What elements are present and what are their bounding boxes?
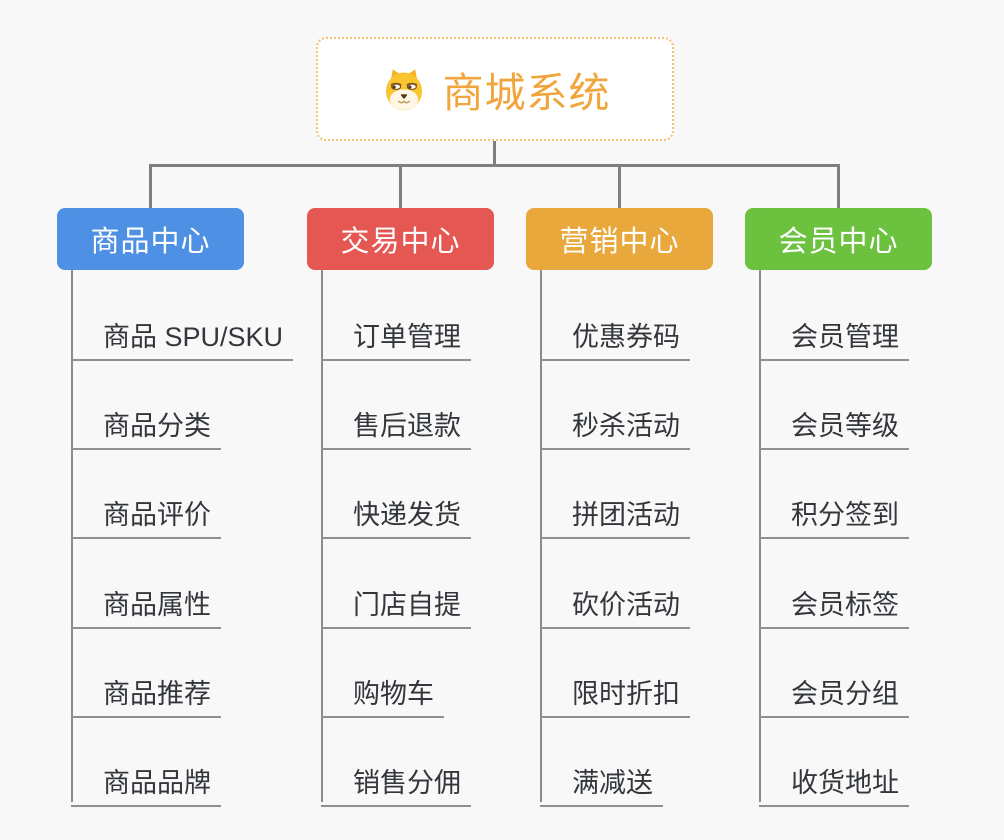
subtopic-full-reduction[interactable]: 满减送 bbox=[540, 754, 663, 807]
subtopic-product-attribute[interactable]: 商品属性 bbox=[71, 576, 221, 629]
connector-drop-line bbox=[618, 164, 621, 208]
branch-marketing-center[interactable]: 营销中心 bbox=[526, 208, 713, 270]
subtopic-points-checkin[interactable]: 积分签到 bbox=[759, 486, 909, 539]
subtopic-member-level[interactable]: 会员等级 bbox=[759, 397, 909, 450]
connector-drop-line bbox=[399, 164, 402, 208]
subtopic-member-tag[interactable]: 会员标签 bbox=[759, 576, 909, 629]
branch-trunk-line bbox=[71, 269, 73, 802]
subtopic-shipping-address[interactable]: 收货地址 bbox=[759, 754, 909, 807]
branch-trunk-line bbox=[540, 269, 542, 802]
subtopic-member-group[interactable]: 会员分组 bbox=[759, 665, 909, 718]
root-node[interactable]: 商城系统 bbox=[316, 37, 674, 141]
connector-root-stem bbox=[493, 141, 496, 164]
subtopic-express-delivery[interactable]: 快递发货 bbox=[321, 486, 471, 539]
connector-drop-line bbox=[149, 164, 152, 208]
subtopic-group-buy[interactable]: 拼团活动 bbox=[540, 486, 690, 539]
branch-member-center[interactable]: 会员中心 bbox=[745, 208, 932, 270]
subtopic-product-brand[interactable]: 商品品牌 bbox=[71, 754, 221, 807]
subtopic-limited-time-discount[interactable]: 限时折扣 bbox=[540, 665, 690, 718]
branch-trade-center[interactable]: 交易中心 bbox=[307, 208, 494, 270]
subtopic-member-management[interactable]: 会员管理 bbox=[759, 308, 909, 361]
connector-bus-line bbox=[149, 164, 840, 167]
subtopic-product-review[interactable]: 商品评价 bbox=[71, 486, 221, 539]
subtopic-store-pickup[interactable]: 门店自提 bbox=[321, 576, 471, 629]
subtopic-aftersale-refund[interactable]: 售后退款 bbox=[321, 397, 471, 450]
branch-product-center[interactable]: 商品中心 bbox=[57, 208, 244, 270]
subtopic-coupon-code[interactable]: 优惠券码 bbox=[540, 308, 690, 361]
shiba-dog-icon bbox=[385, 69, 422, 110]
subtopic-bargain-activity[interactable]: 砍价活动 bbox=[540, 576, 690, 629]
subtopic-order-management[interactable]: 订单管理 bbox=[321, 308, 471, 361]
subtopic-product-spu-sku[interactable]: 商品 SPU/SKU bbox=[71, 308, 294, 361]
branch-trunk-line bbox=[759, 269, 761, 802]
subtopic-sales-commission[interactable]: 销售分佣 bbox=[321, 754, 471, 807]
root-title: 商城系统 bbox=[442, 70, 611, 116]
subtopic-product-recommend[interactable]: 商品推荐 bbox=[71, 665, 221, 718]
branch-trunk-line bbox=[321, 269, 323, 802]
subtopic-shopping-cart[interactable]: 购物车 bbox=[321, 665, 444, 718]
subtopic-flash-sale[interactable]: 秒杀活动 bbox=[540, 397, 690, 450]
connector-drop-line bbox=[837, 164, 840, 208]
subtopic-product-category[interactable]: 商品分类 bbox=[71, 397, 221, 450]
